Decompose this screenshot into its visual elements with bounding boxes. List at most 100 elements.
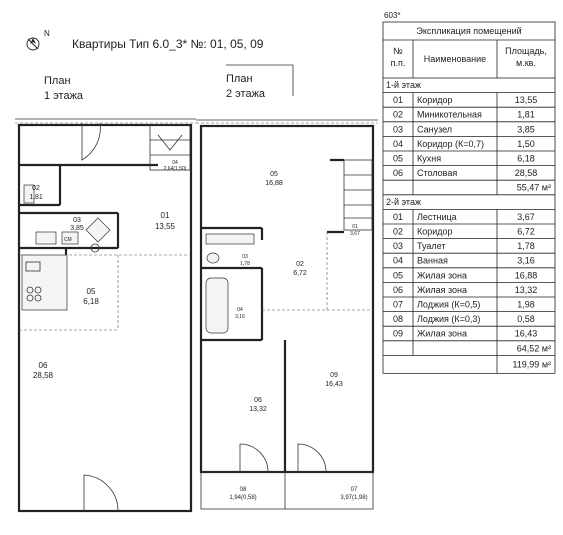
wc-counter — [205, 233, 255, 245]
room2-02-num: 02 — [296, 261, 304, 268]
room2-07-num: 07 — [351, 487, 358, 493]
row-name: Миникотельная — [417, 110, 482, 120]
row-name: Кухня — [417, 154, 441, 164]
explication-table: 603* Экспликация помещений № п.п. Наимен… — [382, 11, 556, 374]
table-caption: Экспликация помещений — [416, 26, 521, 36]
room2-07-area: 3,97(1,98) — [340, 495, 367, 501]
plan1-label-line1: План — [44, 75, 71, 87]
row-name: Коридор (К=0,7) — [417, 139, 484, 149]
row-area: 0,58 — [517, 314, 535, 324]
row-num: 02 — [393, 227, 403, 237]
row-area: 1,81 — [517, 110, 535, 120]
row-name: Жилая зона — [417, 270, 467, 280]
plan2-loggia-door-left — [239, 443, 269, 473]
row-name: Лоджия (К=0,3) — [417, 314, 480, 324]
north-label: N — [44, 29, 50, 38]
room2-01-area: 3,67 — [350, 231, 360, 237]
row-area: 1,50 — [517, 139, 535, 149]
room2-04-num: 04 — [237, 307, 243, 313]
room1-05-area: 6,18 — [83, 297, 99, 306]
room2-03-num: 03 — [242, 254, 248, 260]
row-num: 05 — [393, 270, 403, 280]
room1-02-area: 1,81 — [29, 194, 43, 201]
row-num: 06 — [393, 285, 403, 295]
header-area-line2: м.кв. — [516, 58, 536, 68]
toilet — [206, 252, 220, 264]
row-num: 05 — [393, 154, 403, 164]
room1-03-num: 03 — [73, 217, 81, 224]
section-title: 1-й этаж — [386, 80, 421, 90]
row-num: 03 — [393, 241, 403, 251]
section-total: 55,47 м² — [517, 183, 551, 193]
row-area: 16,43 — [515, 329, 538, 339]
shower-tray — [85, 217, 111, 243]
room1-05-num: 05 — [87, 287, 96, 296]
row-area: 1,98 — [517, 300, 535, 310]
plan2-label-line2: 2 этажа — [226, 88, 266, 100]
row-num: 04 — [393, 256, 403, 266]
bathtub — [205, 277, 229, 334]
room2-05-area: 16,88 — [265, 180, 283, 187]
row-area: 16,88 — [515, 270, 538, 280]
plan2-label-line1: План — [226, 73, 253, 85]
row-area: 13,55 — [515, 95, 538, 105]
row-name: Ванная — [417, 256, 448, 266]
grand-total: 119,99 м² — [512, 359, 551, 369]
row-area: 28,58 — [515, 168, 538, 178]
section-total: 64,52 м² — [517, 343, 551, 353]
plan2-loggia-door-right — [297, 443, 327, 473]
row-name: Коридор — [417, 227, 453, 237]
plan-floor-1: План 1 этажа СМ — [15, 75, 196, 513]
header-name: Наименование — [424, 54, 486, 64]
room1-03-area: 3,85 — [70, 225, 84, 232]
plan2-stair — [343, 159, 373, 231]
room1-02-num: 02 — [32, 185, 40, 192]
north-arrow-icon — [26, 37, 40, 51]
row-name: Столовая — [417, 168, 457, 178]
plan1-terrace-door — [83, 474, 119, 512]
row-area: 6,18 — [517, 154, 535, 164]
kitchen-counter — [21, 254, 68, 311]
row-name: Лестница — [417, 212, 457, 222]
washing-machine-label: СМ — [64, 237, 72, 243]
row-area: 1,78 — [517, 241, 535, 251]
boiler — [23, 184, 35, 204]
row-name: Жилая зона — [417, 329, 467, 339]
plan1-label-line2: 1 этажа — [44, 90, 84, 102]
room1-04-num: 04 — [172, 160, 178, 166]
row-name: Лоджия (К=0,5) — [417, 300, 480, 310]
room2-05-num: 05 — [270, 171, 278, 178]
row-area: 3,67 — [517, 212, 535, 222]
room2-01-num: 01 — [352, 224, 358, 230]
room2-03-area: 1,78 — [240, 261, 250, 267]
room1-01-area: 13,55 — [155, 222, 176, 231]
header-num-line1: № — [393, 46, 403, 56]
room2-06-area: 13,32 — [249, 406, 267, 413]
header-num-line2: п.п. — [391, 58, 406, 68]
page-title: Квартиры Тип 6.0_3* №: 01, 05, 09 — [72, 37, 264, 51]
header-area-line1: Площадь, — [505, 46, 547, 56]
row-num: 09 — [393, 329, 403, 339]
row-num: 06 — [393, 168, 403, 178]
room2-06-num: 06 — [254, 397, 262, 404]
plan1-outer-wall — [17, 123, 193, 513]
row-num: 08 — [393, 314, 403, 324]
plan-floor-2: План 2 этажа 05 — [196, 64, 378, 510]
room1-06-area: 28,58 — [33, 371, 54, 380]
row-num: 02 — [393, 110, 403, 120]
room2-02-area: 6,72 — [293, 270, 307, 277]
row-name: Коридор — [417, 95, 453, 105]
bath-sink — [35, 231, 57, 245]
room2-09-num: 09 — [330, 372, 338, 379]
room1-04-area: 2,64(1,50) — [164, 166, 187, 172]
row-area: 6,72 — [517, 227, 535, 237]
room2-08-num: 08 — [240, 487, 247, 493]
room2-09-area: 16,43 — [325, 381, 343, 388]
row-num: 04 — [393, 139, 403, 149]
row-num: 01 — [393, 95, 403, 105]
row-name: Жилая зона — [417, 285, 467, 295]
row-num: 03 — [393, 124, 403, 134]
plan2-loggia — [200, 471, 374, 510]
room2-04-area: 3,16 — [235, 314, 245, 320]
